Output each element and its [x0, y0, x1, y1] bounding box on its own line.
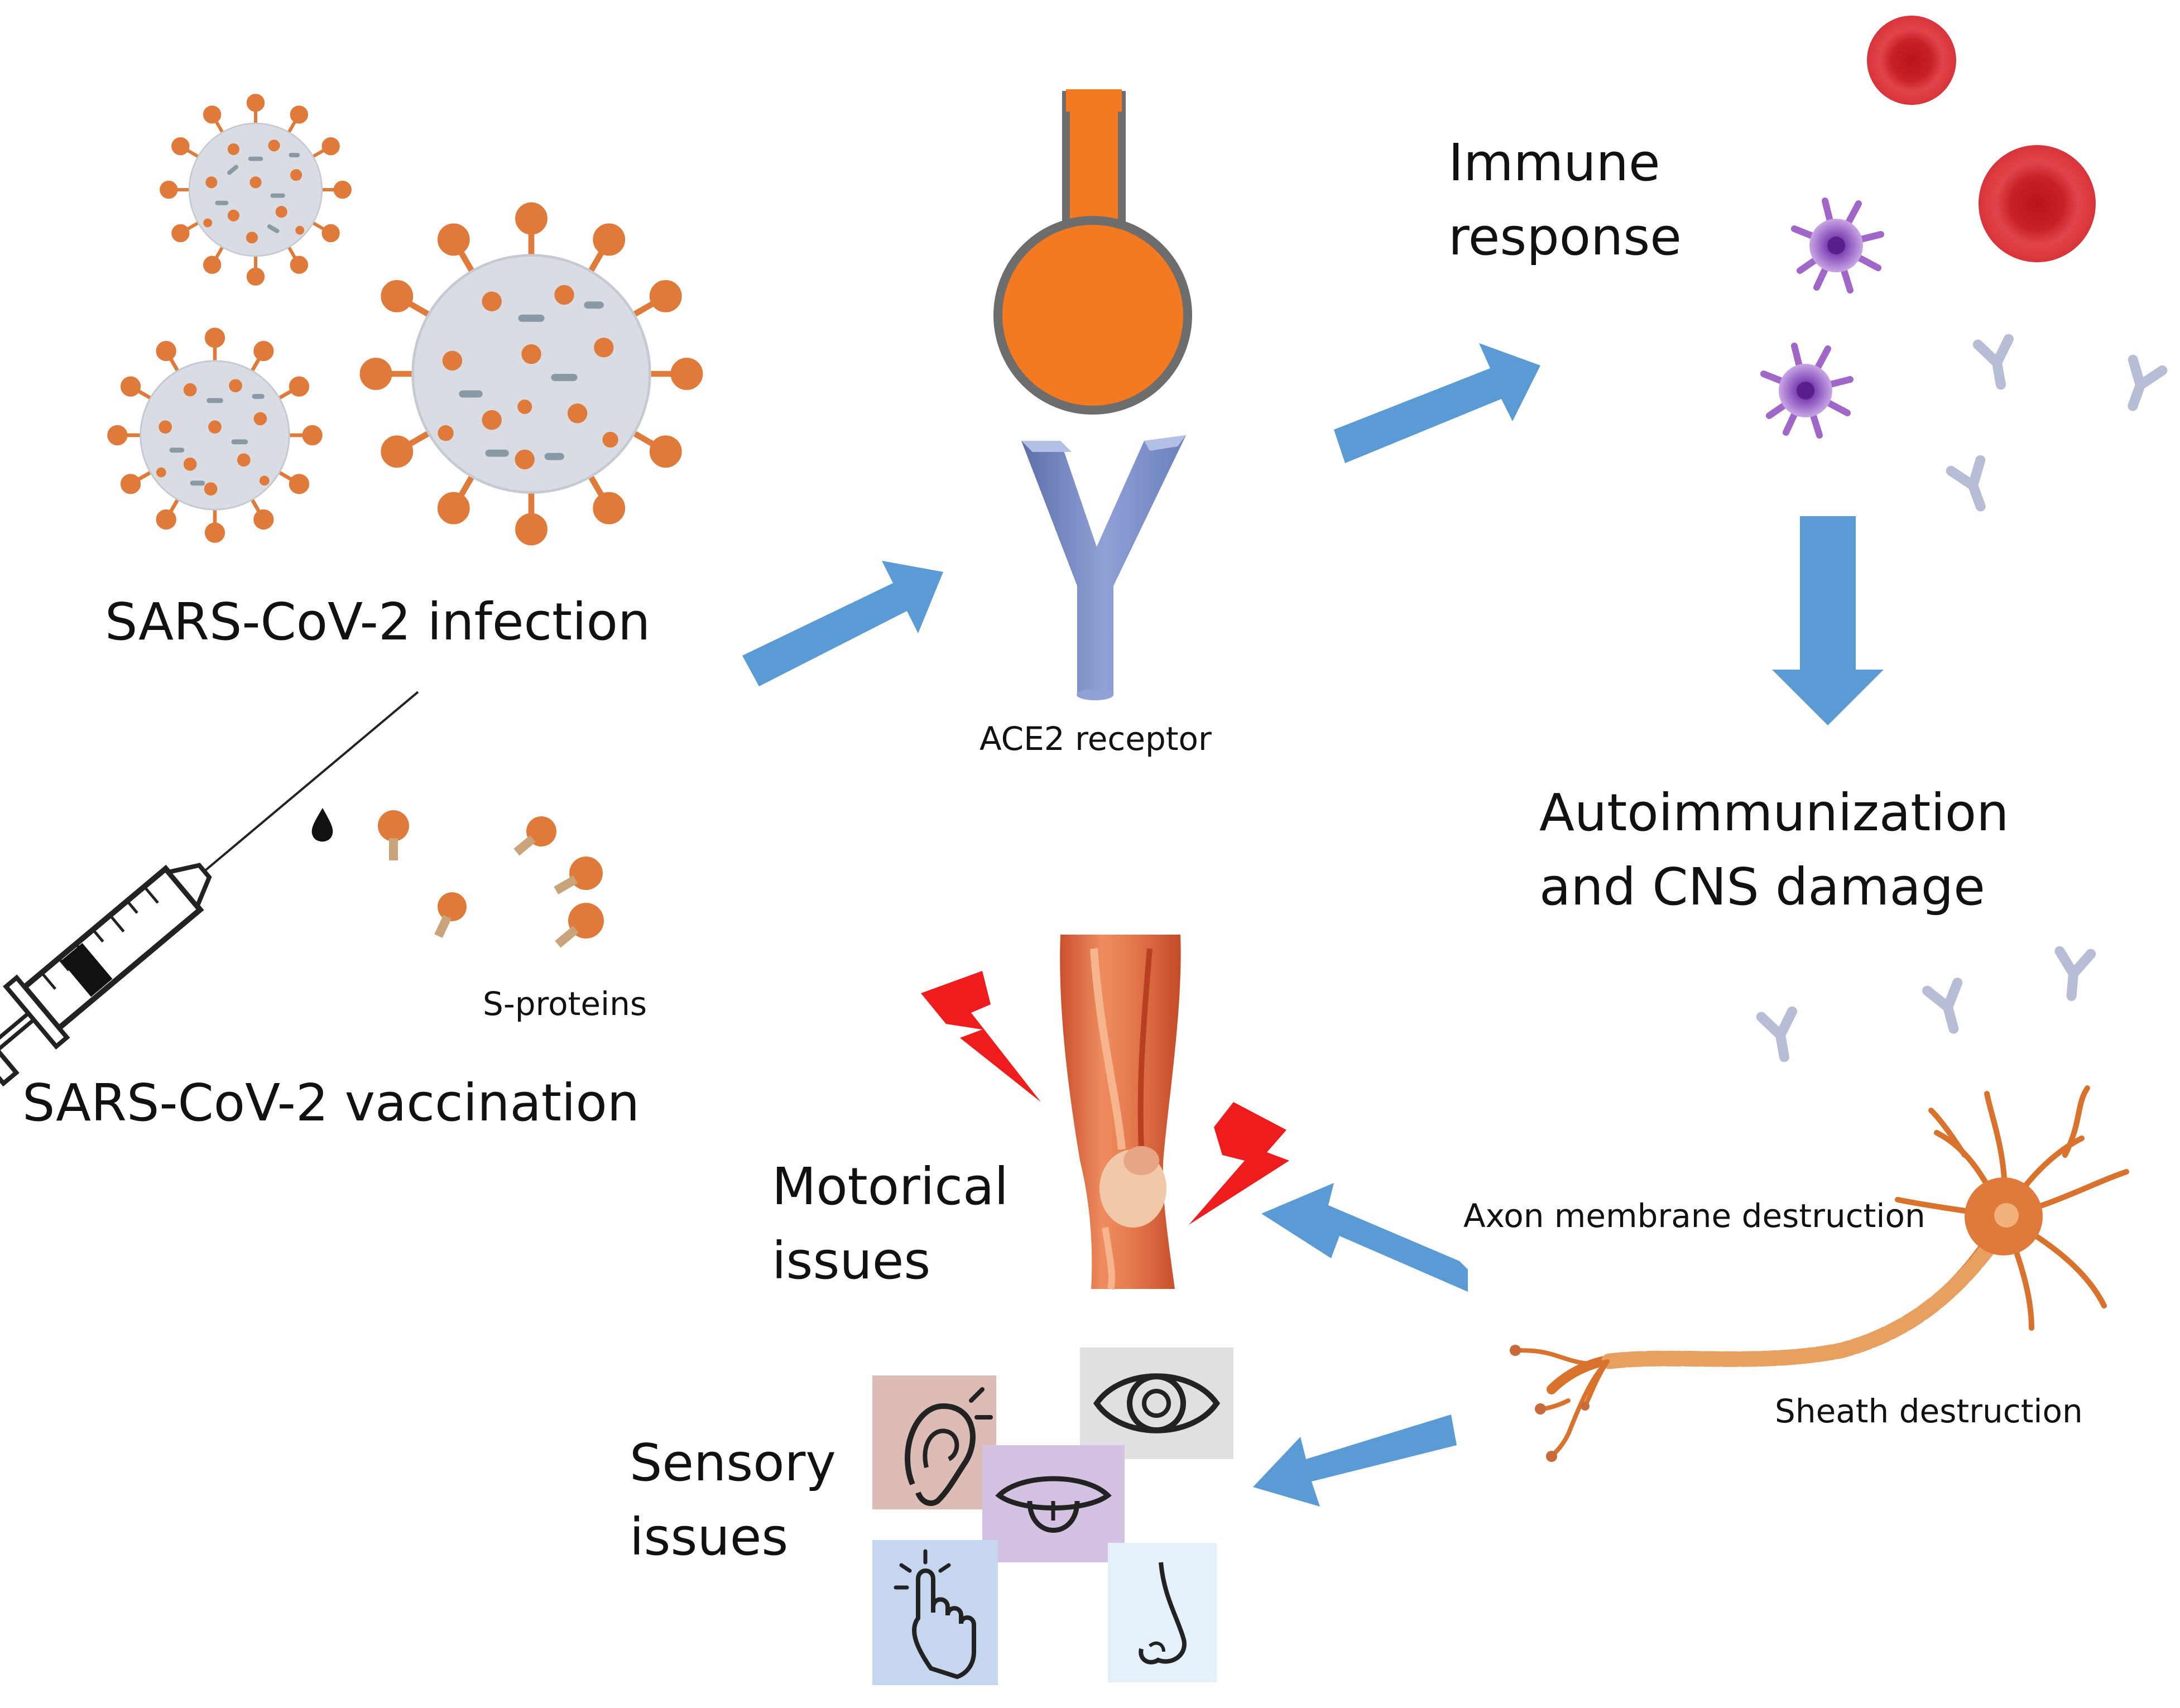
eye-icon — [1080, 1348, 1233, 1459]
virus-icon-small-top — [160, 94, 352, 286]
nose-icon — [1108, 1543, 1217, 1682]
drop-icon — [311, 808, 333, 842]
virus-icon-small-left — [107, 328, 323, 543]
label-vaccination: SARS-CoV-2 vaccination — [22, 1073, 640, 1133]
label-ace2: ACE2 receptor — [979, 720, 1212, 758]
label-sheath-destruction: Sheath destruction — [1775, 1392, 2083, 1430]
label-s-proteins: S-proteins — [483, 985, 647, 1023]
tongue-icon — [982, 1445, 1125, 1562]
s-protein-icon — [378, 810, 604, 948]
antibody-icon — [1756, 334, 2168, 1062]
arrow-to-receptor — [742, 561, 943, 686]
red-blood-cell-icon — [1867, 16, 2096, 262]
label-immune-response: Immune response — [1448, 133, 1682, 267]
ear-icon — [872, 1375, 996, 1509]
lightning-icon — [921, 971, 1289, 1225]
label-axon-destruction: Axon membrane destruction — [1463, 1197, 1925, 1235]
label-autoimmunization: Autoimmunization and CNS damage — [1539, 783, 2009, 917]
label-sensory-issues: Sensory issues — [630, 1433, 836, 1567]
label-infection: SARS-CoV-2 infection — [105, 592, 651, 652]
arrow-to-autoimmunization — [1772, 516, 1884, 725]
virus-icon-large — [359, 202, 703, 546]
arrow-to-sensory — [1253, 1414, 1457, 1507]
touch-icon — [872, 1540, 998, 1685]
arrow-to-motorical — [1261, 1183, 1468, 1292]
knee-icon — [1060, 935, 1181, 1290]
neuron-icon — [1510, 1085, 2129, 1462]
dendritic-cell-icon — [1760, 198, 1884, 439]
arrow-to-immune — [1334, 343, 1540, 463]
label-motorical-issues: Motorical issues — [772, 1157, 1009, 1291]
syringe-icon — [0, 691, 419, 1087]
ace2-receptor-icon — [993, 89, 1192, 700]
